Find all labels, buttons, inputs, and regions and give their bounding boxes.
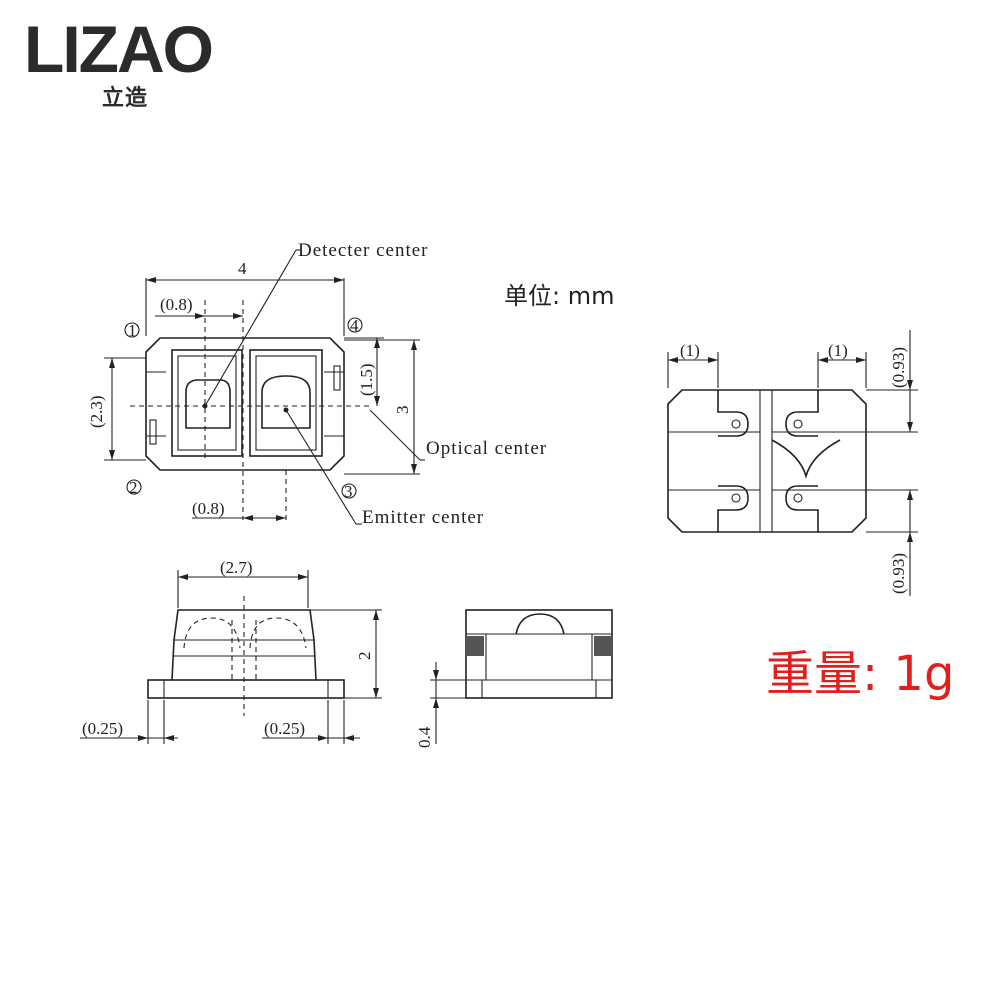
unit-label: 单位: mm (504, 282, 615, 310)
dim-0-93-top: (0.93) (889, 347, 908, 388)
pin-4-label: 4 (350, 316, 359, 335)
detector-center-label: Detecter center (298, 240, 429, 261)
dim-0-93-bottom: (0.93) (889, 553, 908, 594)
dim-2-3: (2.3) (87, 395, 106, 428)
side-hatch-left (466, 636, 484, 656)
dim-3: 3 (393, 406, 412, 415)
emitter-center-label: Emitter center (362, 507, 484, 528)
top-view: 1 2 3 4 4 (0.8) (0.8) (2.3) (87, 240, 547, 528)
side-view-body (465, 609, 613, 699)
dim-1-right: (1) (828, 341, 848, 360)
front-view-base (147, 679, 345, 699)
dim-0-8-top: (0.8) (160, 295, 193, 314)
weight-label: 重量: 1g (766, 646, 955, 702)
emitter-lens (261, 375, 311, 429)
dim-0-25-right: (0.25) (264, 719, 305, 738)
detector-lens (185, 379, 231, 429)
dim-0-8-bottom: (0.8) (192, 499, 225, 518)
logo-text: LIZAO (24, 12, 214, 86)
bottom-view-body (667, 389, 867, 533)
bottom-view: (1) (1) (0.93) (0.93) (667, 330, 918, 596)
dim-2-7: (2.7) (220, 558, 253, 577)
top-view-body (145, 337, 345, 471)
side-view-dome (515, 613, 565, 635)
pin-1-label: 1 (128, 321, 137, 340)
logo-subtext: 立造 (102, 86, 149, 111)
dim-1-5: (1.5) (357, 363, 376, 396)
side-hatch-right (594, 636, 612, 656)
dim-width-4: 4 (238, 259, 247, 278)
front-view: (2.7) 2 (0.25) (0.25) (80, 558, 382, 744)
dim-2: 2 (355, 652, 374, 661)
optical-center-label: Optical center (426, 438, 547, 459)
pin-2-label: 2 (129, 478, 138, 497)
detector-window (171, 349, 243, 457)
dim-1-left: (1) (680, 341, 700, 360)
dim-0-25-left: (0.25) (82, 719, 123, 738)
dim-0-4: 0.4 (415, 726, 434, 748)
emitter-window (249, 349, 323, 457)
brand-logo: LIZAO 立造 (24, 12, 224, 111)
pin-3-label: 3 (344, 482, 353, 501)
side-view: 0.4 (415, 609, 613, 748)
